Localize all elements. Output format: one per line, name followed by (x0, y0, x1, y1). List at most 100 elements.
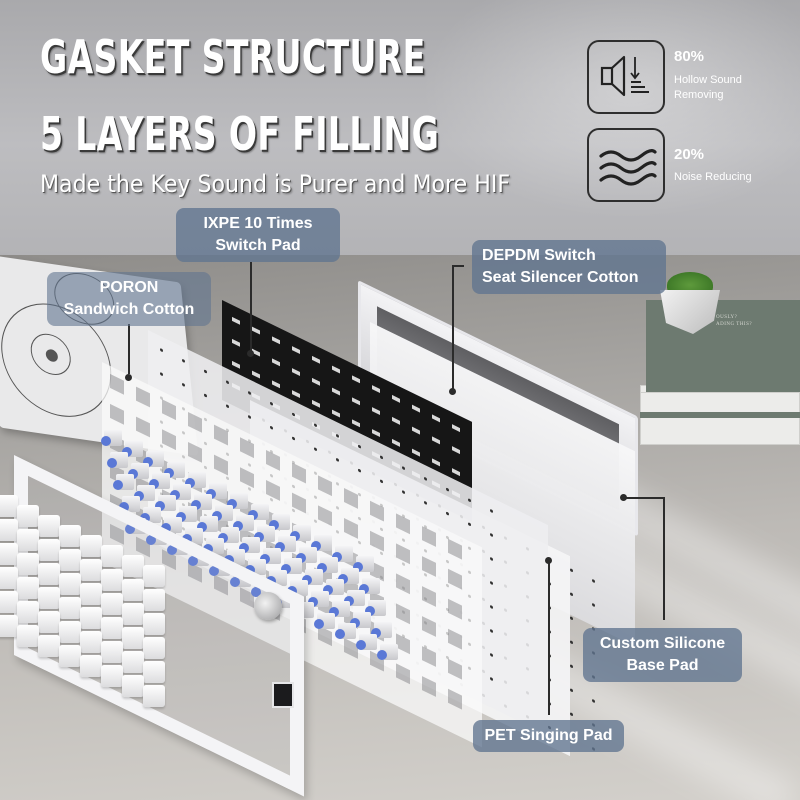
poron-cutout (422, 556, 436, 577)
ixpe-cutout (312, 355, 320, 364)
ixpe-cutout (232, 338, 240, 347)
ixpe-cutout (332, 365, 340, 374)
stat-value: 20% (674, 146, 705, 163)
switch (317, 557, 338, 573)
switch (359, 578, 380, 594)
keycap (80, 631, 102, 653)
keycap (101, 617, 123, 639)
poron-cutout (136, 386, 150, 408)
screw-hole (248, 390, 251, 396)
screw-hole (490, 532, 493, 538)
switch (113, 474, 134, 490)
ixpe-cutout (292, 368, 300, 377)
switch (146, 528, 167, 545)
keycap (122, 651, 144, 673)
poron-cutout (318, 505, 332, 527)
poron-cutout (110, 373, 124, 395)
switch (329, 601, 350, 617)
screw-hole (468, 522, 471, 527)
switch (287, 580, 308, 596)
switch (167, 539, 188, 555)
switch (332, 545, 353, 562)
switch (269, 514, 290, 530)
headline-line-1: GASKET STRUCTURE (40, 30, 426, 84)
switch (143, 451, 164, 467)
screw-hole (402, 465, 405, 471)
switch (206, 482, 227, 499)
switch (122, 440, 143, 457)
switch (377, 644, 398, 660)
poron-cutout (240, 467, 254, 489)
poron-cutout (396, 573, 410, 595)
book-text-line: OUSLY? (716, 315, 738, 320)
poron-cutout (188, 441, 202, 463)
callout-text: Base Pad (626, 657, 699, 674)
screw-hole (424, 500, 427, 506)
poron-cutout (396, 513, 410, 535)
poron-cutout (240, 437, 254, 459)
screw-hole (358, 444, 361, 449)
screw-hole (490, 628, 493, 634)
switch (365, 600, 386, 616)
switch (350, 611, 371, 628)
screw-hole (314, 422, 317, 428)
keycap (38, 587, 60, 609)
screw-hole (490, 676, 493, 682)
callout-text: DEPDM Switch (482, 247, 596, 264)
ixpe-cutout (332, 409, 340, 418)
ixpe-cutout (392, 416, 400, 425)
depdm-leader-line (452, 265, 464, 267)
depdm-leader-line (452, 265, 454, 390)
keycap (101, 641, 123, 663)
ixpe-cutout (412, 448, 420, 457)
switch (338, 567, 359, 584)
poron-cutout (214, 424, 228, 446)
poron-cutout (110, 403, 124, 425)
poron-cutout (396, 633, 410, 655)
stat-icon-box (587, 40, 665, 114)
poron-cutout (396, 663, 410, 685)
ixpe-cutout (432, 436, 440, 445)
keycap (17, 553, 39, 575)
keycap (0, 519, 18, 541)
callout-ixpe: IXPE 10 Times Switch Pad (176, 208, 340, 262)
stat-value: 80% (674, 48, 705, 65)
ixpe-leader-line (250, 262, 252, 350)
switch (218, 526, 239, 543)
poron-cutout (318, 475, 332, 497)
volume-knob (254, 592, 282, 620)
keycap (17, 625, 39, 647)
poron-cutout (448, 568, 462, 590)
screw-hole (182, 358, 185, 364)
switch (125, 518, 146, 534)
poron-cutout (422, 676, 436, 697)
ixpe-cutout (412, 404, 420, 413)
book-pages (640, 392, 800, 414)
keycap (0, 615, 18, 637)
wall-light (420, 0, 800, 220)
switch (119, 496, 140, 512)
keycap (80, 559, 102, 581)
keycap (59, 597, 81, 619)
keyboard-display (272, 682, 294, 708)
screw-hole (292, 436, 295, 441)
poron-cutout (422, 526, 436, 547)
screw-hole (402, 489, 405, 495)
ixpe-leader-dot (247, 350, 254, 357)
switch (161, 517, 182, 533)
poron-cutout (266, 479, 280, 501)
switch (230, 570, 251, 587)
keycap (38, 563, 60, 585)
keycap (0, 495, 18, 517)
poron-cutout (422, 586, 436, 607)
ixpe-cutout (372, 385, 380, 394)
callout-depdm: DEPDM Switch Seat Silencer Cotton (472, 240, 666, 294)
callout-pet: PET Singing Pad (473, 720, 624, 752)
ixpe-cutout (392, 438, 400, 447)
ixpe-cutout (452, 468, 460, 477)
screw-hole (204, 369, 207, 374)
poron-cutout (422, 616, 436, 637)
screw-hole (446, 511, 449, 516)
switch (248, 503, 269, 520)
stat-label: Noise Reducing (674, 170, 784, 185)
